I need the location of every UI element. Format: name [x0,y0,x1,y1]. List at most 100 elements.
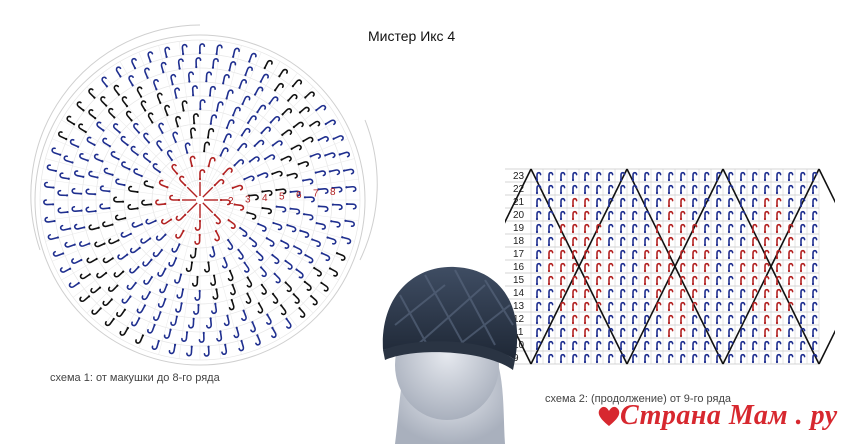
hook-stitch-icon [799,275,806,286]
hook-stitch-icon [619,288,626,299]
hook-stitch-icon [751,184,758,195]
hook-stitch-icon [715,340,722,351]
hook-stitch-icon [691,236,698,247]
hook-stitch-icon [655,301,662,312]
hook-stitch-icon [559,262,566,273]
hook-stitch-icon [243,175,255,182]
hook-stitch-icon [102,257,114,264]
hook-stitch-icon [643,340,650,351]
hook-stitch-icon [298,106,310,114]
hook-stitch-icon [175,115,181,128]
hook-stitch-icon [228,61,237,72]
hook-stitch-icon [595,184,602,195]
hook-stitch-icon [607,353,614,364]
hook-stitch-icon [328,267,339,277]
hook-stitch-icon [243,261,250,273]
hook-stitch-icon [181,43,188,56]
hook-stitch-icon [691,210,698,221]
hook-stitch-icon [115,178,126,187]
hook-stitch-icon [195,57,202,69]
hook-stitch-icon [643,223,650,234]
hook-stitch-icon [102,221,114,228]
hook-stitch-icon [126,281,137,290]
hook-stitch-icon [787,288,794,299]
hook-stitch-icon [291,79,303,88]
hook-stitch-icon [259,73,269,83]
hook-stitch-icon [607,236,614,247]
hook-stitch-icon [643,288,650,299]
hook-stitch-icon [341,236,352,245]
hook-stitch-icon [261,190,273,196]
hook-stitch-icon [110,151,120,161]
hook-stitch-icon [631,340,638,351]
hook-stitch-icon [142,152,152,163]
hook-stitch-icon [547,210,554,221]
hook-stitch-icon [607,327,614,338]
hook-stitch-icon [175,229,185,239]
hook-stitch-icon [257,222,267,232]
hook-stitch-icon [104,317,115,327]
hook-stitch-icon [302,213,314,221]
hook-stitch-icon [272,221,283,231]
hook-stitch-icon [751,262,758,273]
hook-stitch-icon [222,74,230,85]
hook-stitch-icon [133,122,141,134]
hook-stitch-icon [607,275,614,286]
hook-stitch-icon [192,113,199,125]
round-row-number: 7 [313,189,319,200]
hook-stitch-icon [727,262,734,273]
hook-stitch-icon [787,353,794,364]
hook-stitch-icon [257,302,264,314]
hook-stitch-icon [787,236,794,247]
hook-stitch-icon [691,301,698,312]
hook-stitch-icon [143,132,150,144]
grid-row-number: 20 [513,210,525,221]
hook-stitch-icon [223,314,230,327]
hook-stitch-icon [739,197,746,208]
hook-stitch-icon [751,197,758,208]
hook-stitch-icon [691,340,698,351]
hook-stitch-icon [237,142,248,152]
hook-stitch-icon [297,161,310,167]
hook-stitch-icon [631,184,638,195]
hook-stitch-icon [99,203,111,210]
round-row-number: 5 [279,192,285,203]
hook-stitch-icon [703,340,710,351]
hook-stitch-icon [207,157,216,168]
hook-stitch-icon [655,184,662,195]
hook-stitch-icon [739,275,746,286]
hook-stitch-icon [255,250,264,262]
hook-stitch-icon [231,184,244,191]
hook-stitch-icon [155,199,167,206]
hook-stitch-icon [140,237,152,244]
hook-stitch-icon [751,171,758,182]
hook-stitch-icon [667,275,674,286]
hook-stitch-icon [342,168,355,175]
hook-stitch-icon [751,236,758,247]
hook-stitch-icon [309,153,322,159]
grid-row-number: 10 [513,340,525,351]
hook-stitch-icon [787,340,794,351]
grid-row-number: 21 [513,197,525,208]
hook-stitch-icon [763,184,770,195]
hook-stitch-icon [185,261,194,273]
hook-stitch-icon [787,314,794,325]
hook-stitch-icon [595,340,602,351]
hook-stitch-icon [273,272,281,284]
hook-stitch-icon [205,317,212,329]
hook-stitch-icon [73,223,86,230]
hook-stitch-icon [145,218,157,225]
hook-stitch-icon [727,236,734,247]
hook-stitch-icon [679,301,686,312]
hook-stitch-icon [43,199,55,206]
hook-stitch-icon [275,188,287,195]
hook-stitch-icon [619,223,626,234]
hook-stitch-icon [679,314,686,325]
hook-stitch-icon [289,190,301,197]
hook-stitch-icon [71,205,83,212]
hook-stitch-icon [304,254,314,264]
hook-stitch-icon [64,241,76,248]
hook-stitch-icon [275,205,287,213]
hook-stitch-icon [176,288,185,299]
hook-stitch-icon [619,171,626,182]
